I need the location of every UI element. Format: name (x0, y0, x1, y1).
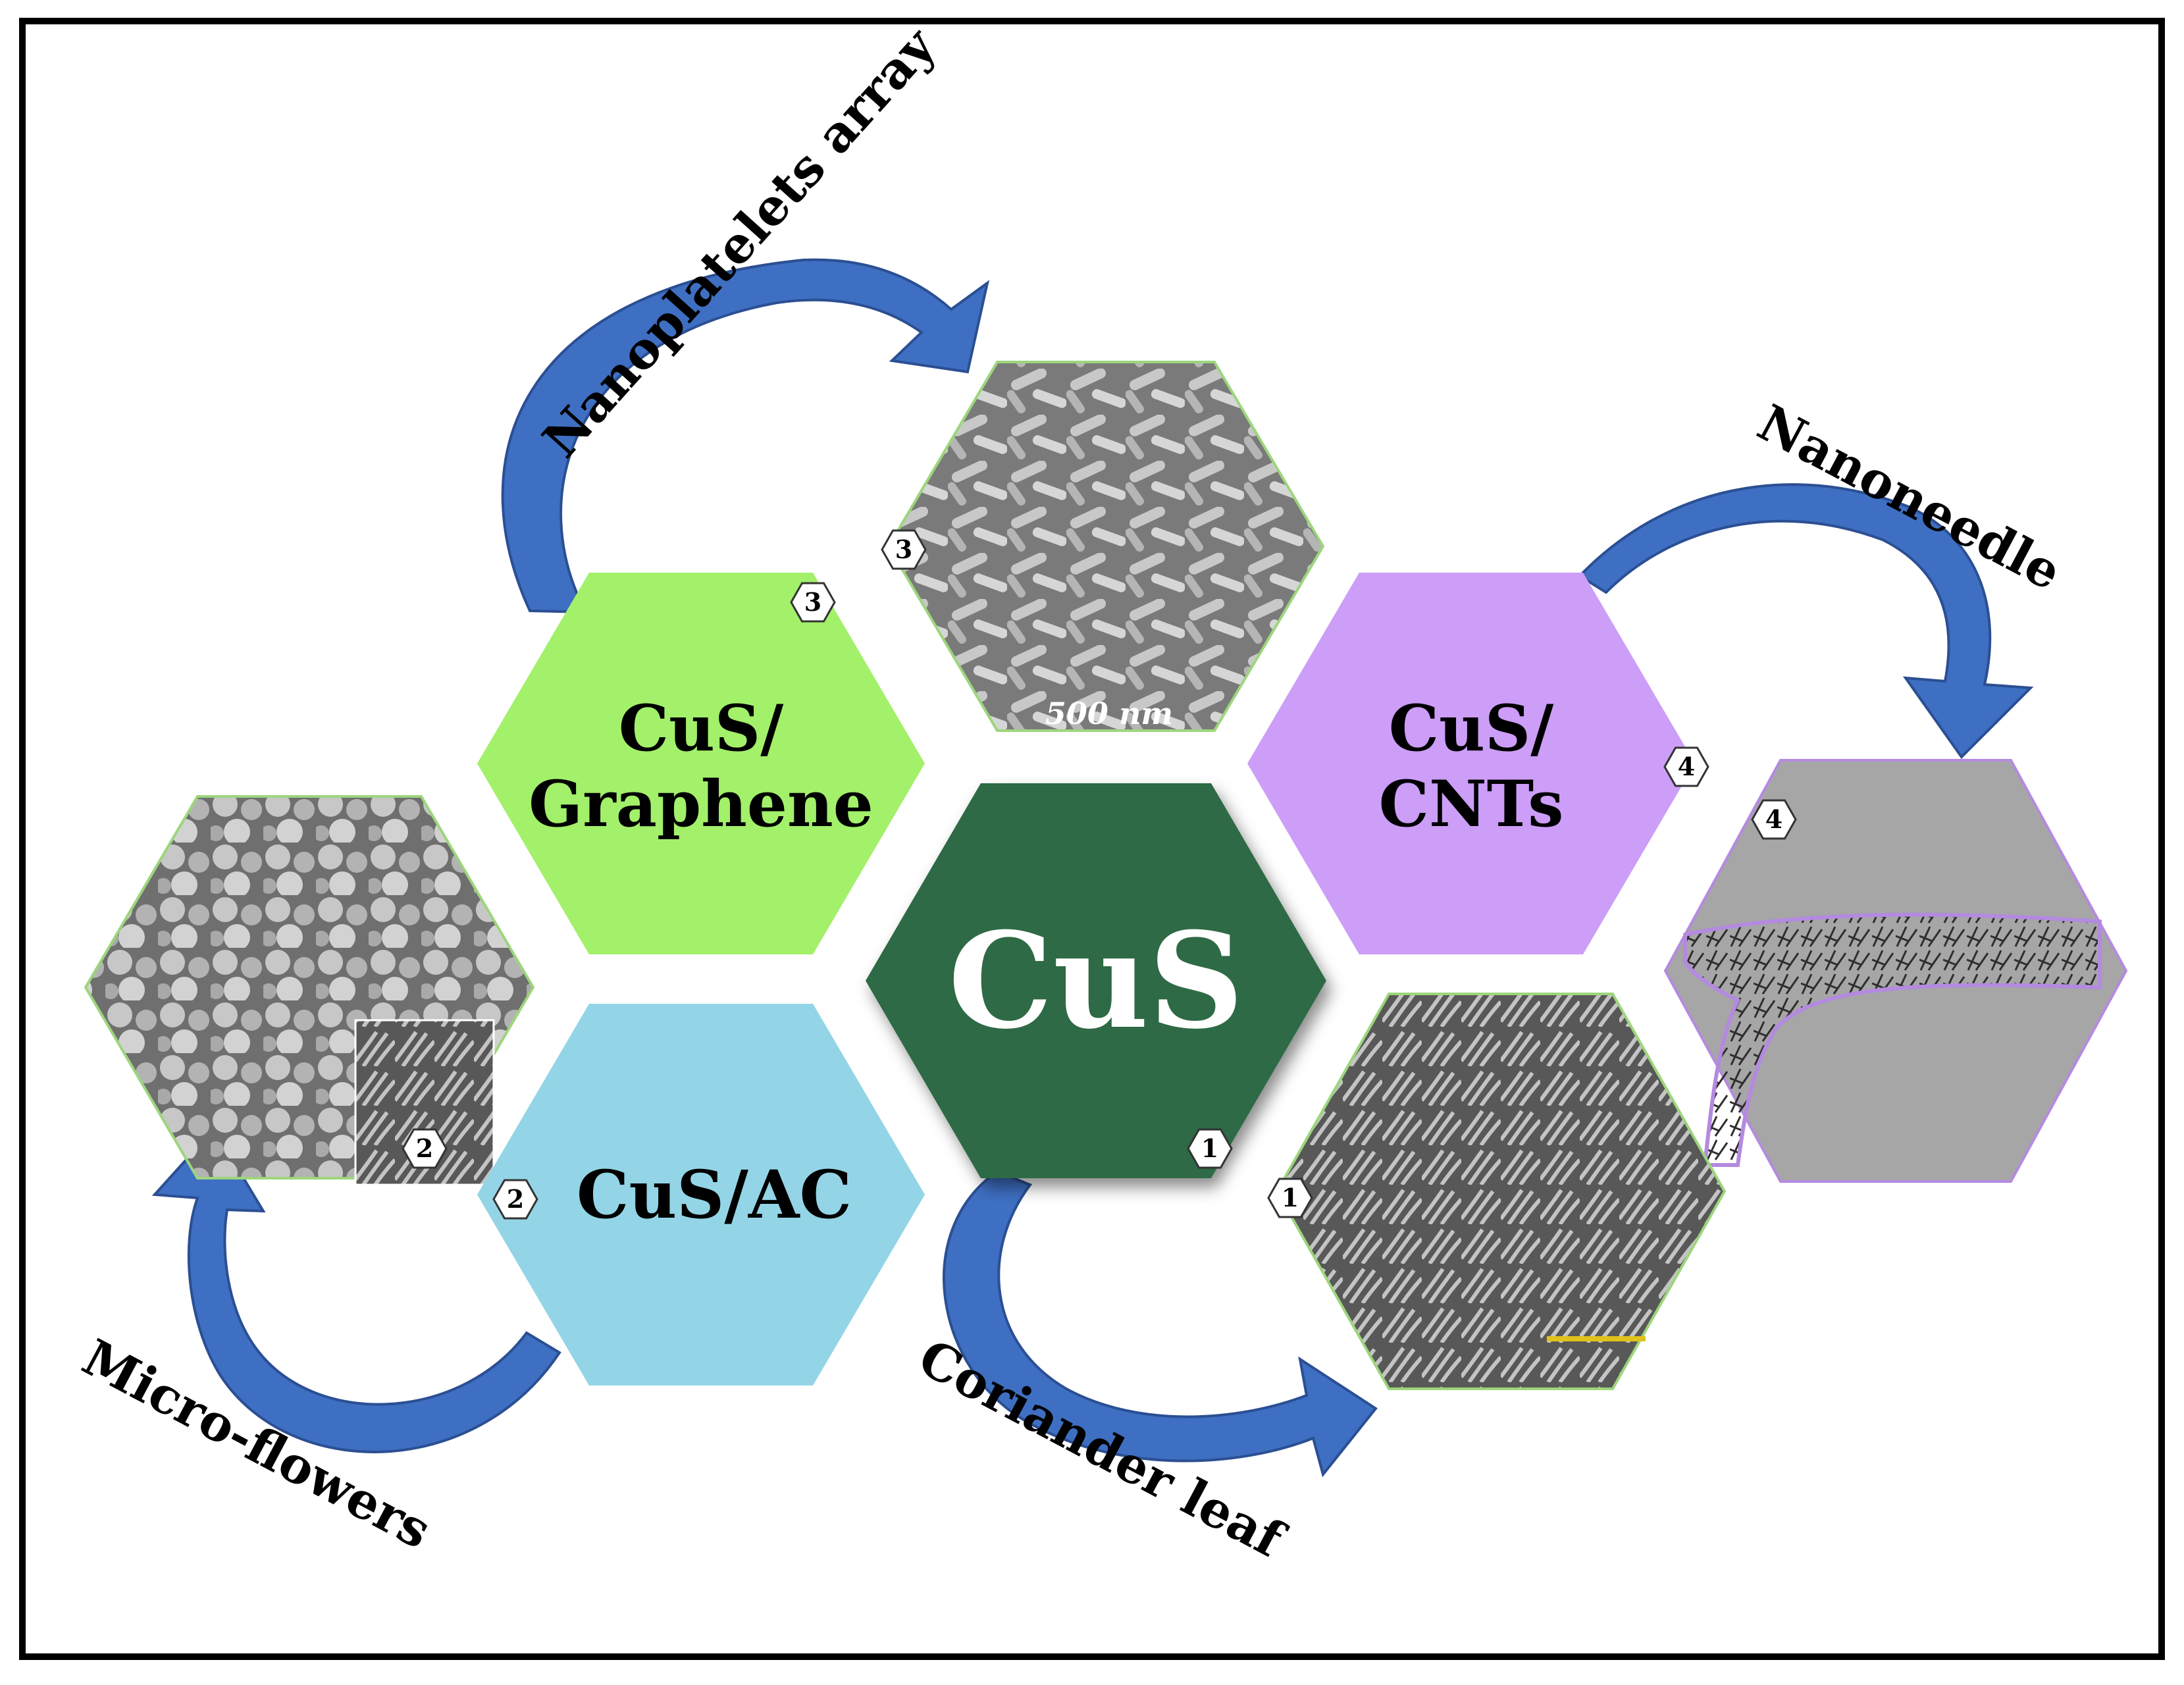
arrow-nanoneedle (1577, 483, 2034, 760)
micrograph-badge-coriander: 1 (1267, 1178, 1313, 1218)
badge-number: 3 (895, 534, 912, 564)
arrow-microflowers (151, 1126, 561, 1453)
badge-hexagon (1751, 799, 1797, 840)
badge-number: 4 (1765, 804, 1782, 834)
badge-number: 2 (507, 1184, 524, 1214)
micrograph-nanoplatelets: 500 nm 3 (881, 361, 1325, 737)
center-hexagon (866, 783, 1326, 1178)
badge-hexagon (881, 529, 927, 570)
badge-number: 4 (1678, 752, 1695, 781)
hexagon-shape (1247, 573, 1695, 954)
scale-bar (1547, 1336, 1646, 1341)
hexagon-label: CuS/AC (577, 1156, 852, 1233)
scale-bar-label: 500 nm (1045, 696, 1173, 731)
hexagon-cnts: CuS/CNTs 4 (1247, 573, 1709, 954)
micrograph-nanoneedle: 4 (1663, 759, 2128, 1183)
hexagon-label-line1: CuS/ (1389, 691, 1555, 765)
badge-number: 3 (804, 587, 821, 617)
hexagon-badge-graphene: 3 (790, 582, 836, 623)
hexagon-shape (477, 1004, 925, 1386)
badge-number: 1 (1282, 1183, 1299, 1212)
micrograph-microflowers: 2 (84, 795, 535, 1186)
hexagon-badge-cnts: 4 (1663, 746, 1709, 787)
hexagon-label-line2: CNTs (1379, 767, 1564, 841)
hexagon-label-line1: CuS/ (619, 691, 785, 765)
micrograph-hexagons: 500 nm 3 2 4 1 (84, 361, 2128, 1390)
badge-hexagon (1663, 746, 1709, 787)
micrograph-image (887, 361, 1325, 732)
center-label: CuS (948, 904, 1243, 1058)
micrograph-badge-microflowers: 2 (402, 1128, 448, 1169)
badge-hexagon (402, 1128, 448, 1169)
hexagon-ac: CuS/AC 2 (477, 1004, 925, 1386)
micrograph-image (1275, 993, 1727, 1390)
hexagon-graphene: CuS/Graphene 3 (477, 573, 925, 954)
arrow-nanoplatelets (501, 258, 990, 614)
arrow-coriander (943, 1170, 1378, 1478)
nanoneedle-fiber (1683, 912, 2102, 1167)
micrograph-badge-nanoplatelets: 3 (881, 529, 927, 570)
badge-number: 2 (416, 1133, 433, 1163)
badge-hexagon (790, 582, 836, 623)
hexagon-shape (477, 573, 925, 954)
hexagon-label-line2: Graphene (529, 767, 873, 841)
center-badge: 1 (1187, 1128, 1233, 1169)
micrograph-badge-nanoneedle: 4 (1751, 799, 1797, 840)
inset-image (354, 1019, 495, 1186)
hexagon-badge-ac: 2 (492, 1179, 538, 1220)
center-hexagon-group: CuS 1 (866, 783, 1326, 1178)
badge-hexagon (492, 1179, 538, 1220)
scale-bar (1047, 732, 1172, 737)
badge-hexagon (1267, 1178, 1313, 1218)
badge-number: 1 (1201, 1133, 1218, 1163)
badge-hexagon (1187, 1128, 1233, 1169)
micrograph-coriander: 1 (1267, 993, 1727, 1390)
